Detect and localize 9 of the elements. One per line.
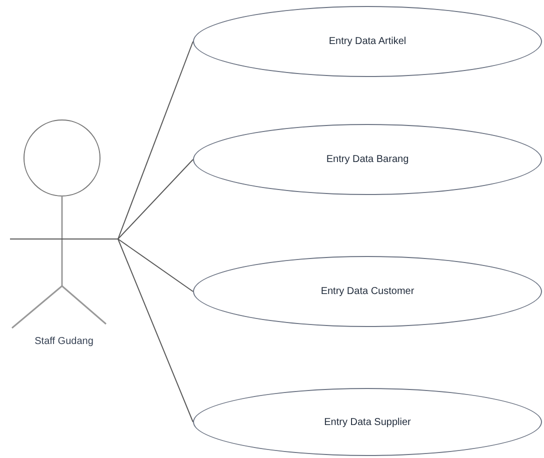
association-line	[118, 159, 194, 240]
association-line	[118, 41, 194, 240]
association-line	[118, 238, 194, 422]
use-case-label: Entry Data Supplier	[324, 416, 411, 430]
actor-label: Staff Gudang	[34, 335, 94, 349]
use-case-label: Entry Data Barang	[326, 153, 409, 167]
use-case-label: Entry Data Artikel	[328, 35, 406, 49]
association-line	[118, 238, 194, 292]
use-case-label: Entry Data Customer	[320, 285, 414, 299]
